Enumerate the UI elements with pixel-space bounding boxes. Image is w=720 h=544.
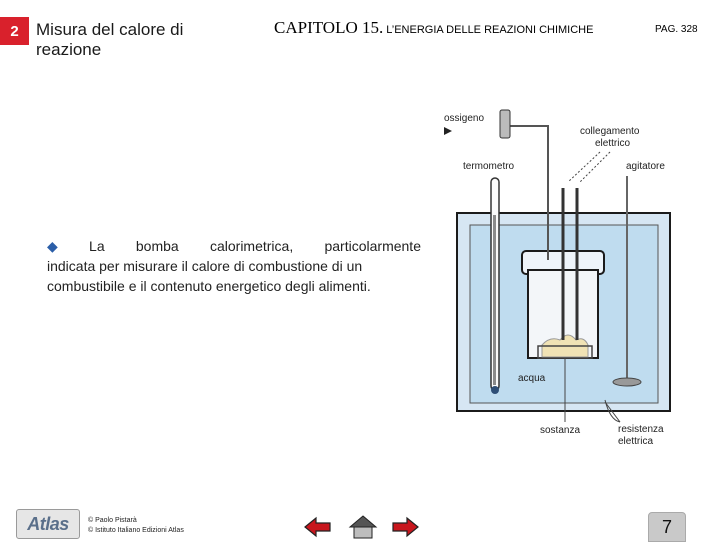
arrow-right-icon (392, 516, 419, 538)
stirrer-blade (612, 377, 642, 387)
diamond-bullet-icon: ◆ (47, 238, 58, 254)
label-resistenza-2: elettrica (618, 436, 653, 447)
thermometer-column (493, 215, 496, 385)
bullet-paragraph: ◆ La bomba calorimetrica, particolarment… (47, 236, 421, 296)
leader-collegamento-2 (579, 151, 611, 183)
label-ossigeno: ossigeno (444, 113, 484, 124)
leader-collegamento-1 (567, 151, 601, 183)
bullet-word: calorimetrica, (209, 238, 294, 254)
bullet-first-line: ◆ La bomba calorimetrica, particolarment… (47, 236, 421, 256)
leader-resistenza (604, 401, 621, 423)
previous-button[interactable] (303, 515, 333, 539)
oxygen-arrow-icon (444, 127, 452, 135)
label-termometro: termometro (463, 161, 515, 172)
home-icon (348, 515, 378, 539)
page-label: PAG. 328 (655, 24, 698, 35)
label-sostanza: sostanza (540, 425, 580, 436)
label-agitatore: agitatore (626, 161, 665, 172)
bullet-word: bomba (135, 238, 179, 254)
bullet-word: particolarmente (324, 238, 421, 254)
bullet-line-3: combustibile e il contenuto energetico d… (47, 278, 371, 294)
credits: © Paolo Pistarà © Istituto Italiano Ediz… (88, 516, 184, 536)
bullet-line-2: indicata per misurare il calore di combu… (47, 258, 363, 274)
credit-author: © Paolo Pistarà (88, 517, 137, 524)
chapter-heading: CAPITOLO 15.L’ENERGIA DELLE REAZIONI CHI… (274, 18, 593, 38)
oxygen-pipe (508, 125, 549, 260)
atlas-logo: Atlas (16, 509, 80, 539)
chapter-subtitle: L’ENERGIA DELLE REAZIONI CHIMICHE (386, 24, 594, 36)
oxygen-valve (499, 109, 511, 139)
thermometer-bulb (491, 386, 499, 394)
next-button[interactable] (390, 515, 420, 539)
section-title: Misura del calore di reazione (36, 20, 184, 59)
label-acqua: acqua (518, 373, 546, 384)
chapter-label: CAPITOLO 15. (274, 18, 384, 37)
label-resistenza-1: resistenza (618, 424, 664, 435)
bullet-word: La (89, 238, 105, 254)
label-collegamento-1: collegamento (580, 126, 640, 137)
arrow-left-icon (304, 516, 331, 538)
section-number: 2 (0, 17, 29, 45)
home-button[interactable] (348, 515, 378, 539)
logo-text: Atlas (27, 513, 69, 534)
calorimeter-diagram: ossigeno collegamento elettrico termomet… (444, 109, 671, 447)
slide-number: 7 (648, 512, 686, 542)
label-collegamento-2: elettrico (595, 138, 630, 149)
credit-publisher: © Istituto Italiano Edizioni Atlas (88, 527, 184, 534)
